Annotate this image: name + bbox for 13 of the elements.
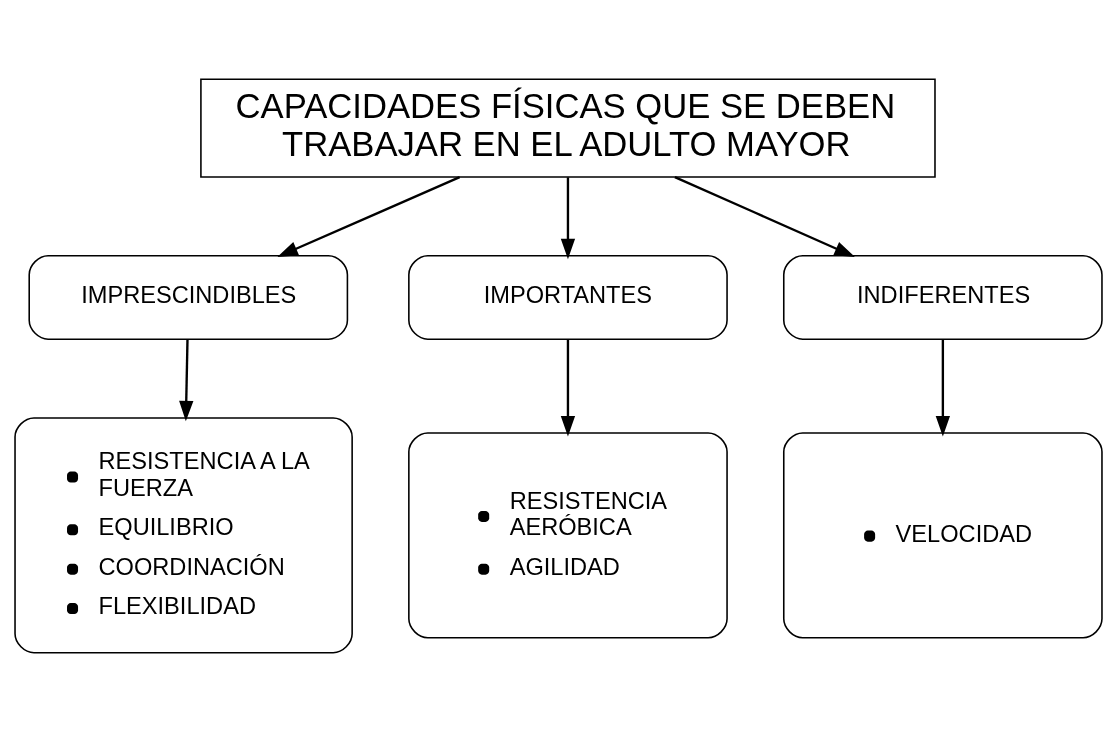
arrow: [277, 175, 461, 257]
arrow: [935, 338, 951, 436]
node-box: RESISTENCIA AERÓBICA AGILIDAD: [408, 431, 728, 638]
arrow: [179, 338, 194, 421]
node-box: IMPORTANTES: [408, 254, 728, 340]
arrow: [560, 338, 576, 436]
node-box: RESISTENCIA A LA FUERZA EQUILIBRIO COORDINACIÓN FLEXIBILIDAD: [14, 416, 353, 653]
node-box: CAPACIDADES FÍSICAS QUE SE DEBEN TRABAJAR EN EL ADULTO MAYOR: [200, 78, 936, 178]
node-box: IMPRESCINDIBLES: [28, 254, 349, 340]
node-box: INDIFERENTES: [782, 254, 1103, 340]
node-box: VELOCIDAD: [782, 431, 1103, 638]
arrow: [674, 175, 855, 257]
arrow: [560, 176, 576, 259]
